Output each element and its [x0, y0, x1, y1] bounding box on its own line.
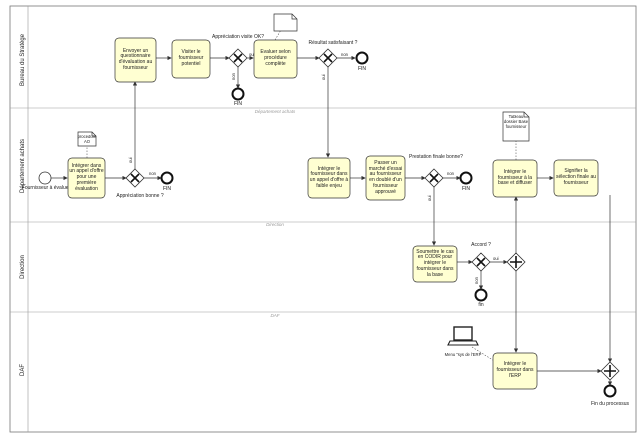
lane-direction: Direction: [20, 255, 26, 279]
system-label: Menu "sys de l'ERP: [445, 352, 482, 357]
gateway-label-accord: Accord ?: [471, 242, 491, 248]
task-label-soumettre: Soumettre le cas en CODIR pour intégrer …: [416, 248, 454, 278]
lane-achats: Département achats: [20, 139, 26, 193]
task-integrer-erp: Intégrer le fournisseur dans l'ERP: [492, 352, 538, 390]
end-label-fin-5: fin: [478, 302, 484, 308]
flow-label-non-4: non: [447, 171, 455, 176]
lane-bureau: Bureau du Stratège: [20, 33, 26, 86]
parallel-gateway-join: [600, 361, 620, 381]
end-label-fin-1: FIN: [163, 186, 171, 192]
end-event-fin-2: FIN: [231, 87, 245, 107]
task-label-visiter: Visiter le fournisseur potentiel: [178, 49, 204, 67]
task-label-integrer-faible: Intégrer le fournisseur dans un appel d'…: [309, 165, 349, 189]
gateway-resultat: Résultat satisfaisant ?: [309, 40, 358, 68]
end-label-fin-4: FIN: [462, 186, 470, 192]
svg-text:Appréciation bonne ?: Appréciation bonne ?: [116, 193, 163, 199]
task-visiter: Visiter le fournisseur potentiel: [171, 39, 211, 79]
data-object-label-procedure: procédure AO: [77, 135, 97, 144]
associations: [86, 29, 517, 363]
task-soumettre: Soumettre le cas en CODIR pour intégrer …: [412, 245, 458, 283]
task-label-integrer-erp: Intégrer le fournisseur dans l'ERP: [496, 361, 534, 379]
end-label-process: Fin du processus: [591, 401, 630, 407]
start-label: Fournisseur à évaluer: [22, 185, 71, 191]
parallel-gateway-split: [506, 252, 526, 272]
lane-label-bureau: Bureau du Stratège: [20, 33, 26, 86]
lane-daf: DAF: [20, 364, 26, 376]
gateway-appreciation-bonne: Appréciation bonne ?: [116, 168, 164, 199]
data-object-procedure: procédure AO: [77, 131, 97, 147]
flow-label-oui-5: oui: [493, 256, 499, 261]
task-envoyer-questionnaire: Envoyer un questionnaire d'évaluation au…: [114, 37, 157, 83]
task-evaluer: Evaluer selon procédure complète: [253, 39, 298, 79]
gateway-label-prestation: Prestation finale bonne?: [409, 154, 463, 160]
task-signifier: Signifier la sélection finale au fournis…: [553, 159, 599, 197]
task-integrer-appel: Intégrer dans un appel d'offre pour une …: [67, 157, 106, 199]
separator-label-achats: Département achats: [255, 109, 296, 114]
separator-label-direction: Direction: [266, 222, 284, 227]
gateway-label-appreciation-bonne: Appréciation bonne ?: [116, 193, 163, 199]
flow-label-oui-3: oui: [321, 74, 326, 80]
task-integrer-base: Intégrer le fournisseur à la base et dif…: [492, 159, 538, 198]
data-object-blank: [273, 13, 298, 32]
task-label-signifier: Signifier la sélection finale au fournis…: [555, 168, 597, 186]
sequence-flows: [51, 55, 613, 386]
end-event-fin-5: fin: [474, 288, 488, 308]
start-event: Fournisseur à évaluer: [22, 171, 71, 191]
task-integrer-faible: Intégrer le fournisseur dans un appel d'…: [307, 157, 351, 199]
lane-label-achats: Département achats: [20, 139, 26, 193]
task-label-envoyer-questionnaire: Envoyer un questionnaire d'évaluation au…: [118, 47, 153, 71]
lane-label-direction: Direction: [20, 255, 26, 279]
gateway-label-appreciation-visite: Appréciation visite OK?: [212, 34, 264, 40]
task-label-passer-marche: Passer un marché d'essai au fournisseur …: [368, 159, 403, 195]
flow-label-oui-1: oui: [128, 157, 133, 163]
flow-label-non-3: non: [341, 52, 349, 57]
end-event-fin-1: FIN: [160, 171, 174, 192]
svg-text:Fournisseur à évaluer: Fournisseur à évaluer: [22, 185, 71, 191]
data-object-tableau: Tableau dossier Base fournisseur: [502, 111, 530, 142]
flow-labels: non oui oui non non oui non oui oui non: [128, 52, 499, 284]
gateway-label-resultat: Résultat satisfaisant ?: [309, 40, 358, 46]
data-object-label-tableau: Tableau dossier Base fournisseur: [503, 115, 529, 129]
flow-label-non-2: non: [231, 72, 236, 80]
end-event-fin-4: FIN: [459, 171, 473, 192]
gateway-appreciation-visite: Appréciation visite OK?: [212, 34, 264, 68]
task-label-evaluer: Evaluer selon procédure complète: [260, 49, 291, 67]
end-label-fin-2: FIN: [234, 101, 242, 107]
gateway-accord: Accord ?: [471, 242, 491, 272]
end-event-process: Fin du processus: [591, 384, 630, 407]
lane-label-daf: DAF: [20, 364, 26, 376]
task-label-integrer-base: Intégrer le fournisseur à la base et dif…: [497, 168, 533, 187]
task-passer-marche: Passer un marché d'essai au fournisseur …: [365, 155, 406, 201]
flow-label-oui-2: oui: [249, 52, 255, 57]
task-label-integrer-appel: Intégrer dans un appel d'offre pour une …: [69, 162, 104, 192]
gateway-prestation: Prestation finale bonne?: [409, 154, 463, 188]
pool-frame: [9, 5, 637, 433]
flow-label-non-5: non: [474, 276, 479, 284]
end-event-fin-3: FIN: [355, 51, 369, 72]
flow-label-oui-4: oui: [427, 195, 432, 201]
flow-label-non-1: non: [149, 171, 157, 176]
separator-label-daf: DAF: [271, 313, 280, 318]
end-label-fin-3: FIN: [358, 66, 366, 72]
laptop-icon: [447, 326, 479, 346]
